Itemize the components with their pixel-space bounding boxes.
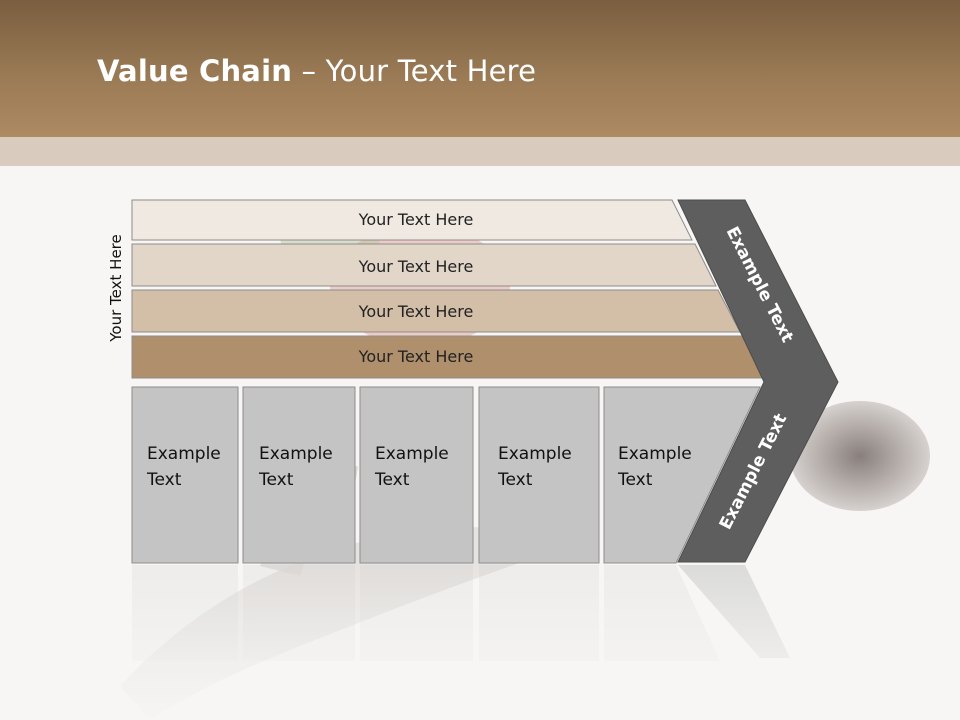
activity-box-4-line2: Text: [497, 470, 533, 490]
row-bar-1: Your Text Here: [131, 199, 693, 241]
activity-box-4: Example Text: [478, 386, 600, 564]
activity-box-5-line1: Example: [618, 444, 692, 464]
row-bar-2-label: Your Text Here: [358, 257, 474, 276]
activity-box-5: Example Text: [603, 386, 761, 564]
row-bar-2: Your Text Here: [131, 243, 717, 287]
activity-box-2-line2: Text: [258, 470, 294, 490]
row-bar-4-label: Your Text Here: [358, 347, 474, 366]
page-title: Value Chain – Your Text Here: [97, 54, 536, 88]
header-band: [0, 0, 960, 137]
row-bar-3: Your Text Here: [131, 289, 741, 333]
activity-box-1-line2: Text: [146, 470, 182, 490]
activity-box-1-line1: Example: [147, 444, 221, 464]
row-bar-1-label: Your Text Here: [358, 210, 474, 229]
title-rest: – Your Text Here: [292, 54, 537, 88]
diagram-reflection: [132, 565, 790, 661]
row-bar-4: Your Text Here: [131, 335, 765, 379]
activity-box-2-line1: Example: [259, 444, 333, 464]
activity-box-3-line1: Example: [375, 444, 449, 464]
header-subband: [0, 137, 960, 166]
side-label-text: Your Text Here: [107, 234, 125, 342]
activity-box-3: Example Text: [359, 386, 474, 564]
activity-box-3-line2: Text: [374, 470, 410, 490]
activity-box-5-line2: Text: [617, 470, 653, 490]
title-bold: Value Chain: [97, 54, 293, 88]
activity-box-4-line1: Example: [498, 444, 572, 464]
row-bar-3-label: Your Text Here: [358, 302, 474, 321]
activity-box-1: Example Text: [131, 386, 239, 564]
activity-box-2: Example Text: [242, 386, 356, 564]
